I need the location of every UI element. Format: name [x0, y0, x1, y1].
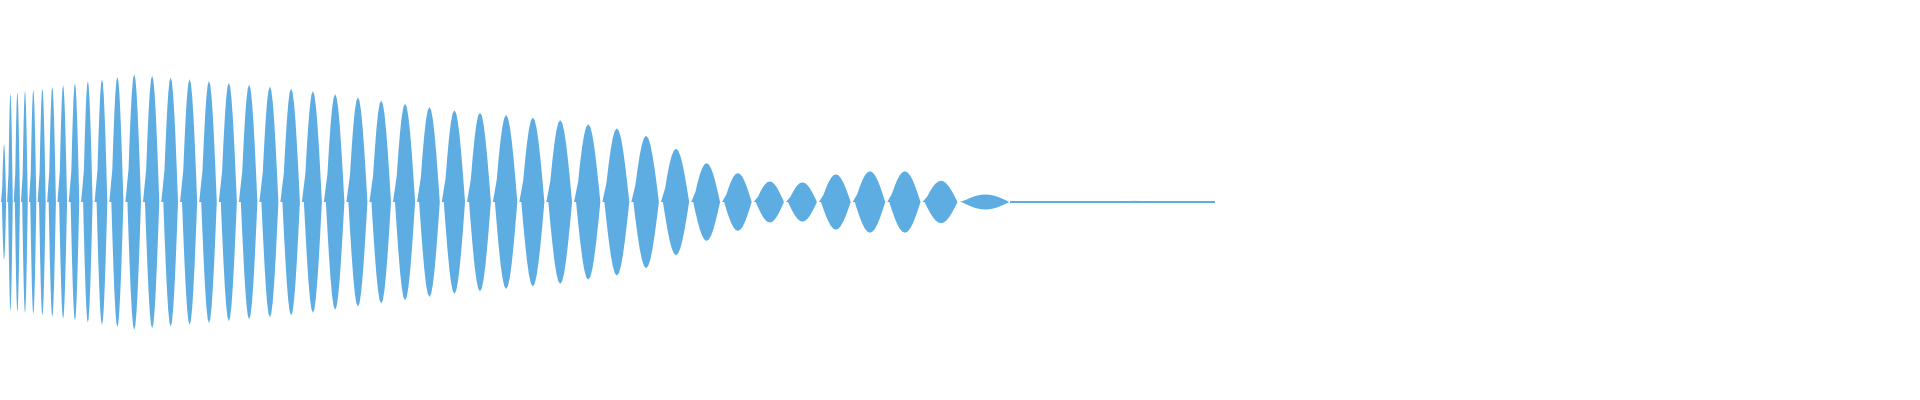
waveform-lobe — [722, 173, 754, 231]
waveform-lobe — [818, 174, 853, 230]
waveform-lobe — [218, 82, 239, 322]
waveform-lobe — [1, 144, 8, 260]
waveform-lobe — [602, 128, 632, 276]
waveform-lobe — [280, 88, 302, 316]
waveform-lobe — [68, 83, 82, 321]
waveform-lobe — [852, 171, 888, 233]
waveform-lobe — [392, 103, 418, 301]
waveform-lobe — [785, 182, 819, 222]
waveform-lobe — [21, 90, 29, 314]
waveform-lobe — [301, 91, 324, 313]
waveform-lobe — [57, 85, 69, 319]
waveform-lobe — [28, 89, 38, 315]
waveform-lobe — [259, 86, 281, 318]
waveform-lobe — [441, 110, 468, 294]
waveform-lobe — [922, 180, 960, 224]
waveform-lobe — [369, 100, 393, 304]
waveform-lobe — [660, 148, 692, 256]
waveform-lobe — [47, 86, 58, 318]
waveform-lobe — [180, 79, 200, 325]
waveform-lobe — [753, 181, 786, 223]
waveform-lobe — [346, 97, 370, 307]
waveform-lobe — [574, 124, 603, 280]
waveform-lobe — [323, 94, 347, 310]
waveform-lobe — [519, 117, 547, 287]
waveform-tail-line — [1010, 201, 1210, 203]
waveform-lobe — [125, 74, 143, 330]
waveform-lobe — [631, 135, 661, 269]
waveform-lobe — [7, 93, 14, 311]
waveform-lobe — [37, 88, 48, 316]
waveform-lobe — [467, 112, 493, 292]
waveform-lobe — [199, 80, 219, 324]
waveform-shapes — [1, 74, 1215, 330]
waveform-lobe — [142, 75, 162, 329]
waveform-lobe — [161, 77, 181, 327]
waveform-lobe — [13, 92, 22, 312]
waveform-lobe — [238, 84, 260, 320]
waveform-lobe — [492, 115, 520, 289]
waveform-lobe — [417, 107, 442, 297]
waveform-lobe — [109, 76, 126, 328]
waveform-lobe — [691, 163, 723, 241]
waveform-lobe — [887, 171, 923, 233]
waveform-lobe — [546, 120, 575, 284]
waveform-lobe — [81, 81, 95, 323]
waveform-lobe — [94, 79, 110, 325]
waveform-lobe — [959, 194, 1012, 210]
